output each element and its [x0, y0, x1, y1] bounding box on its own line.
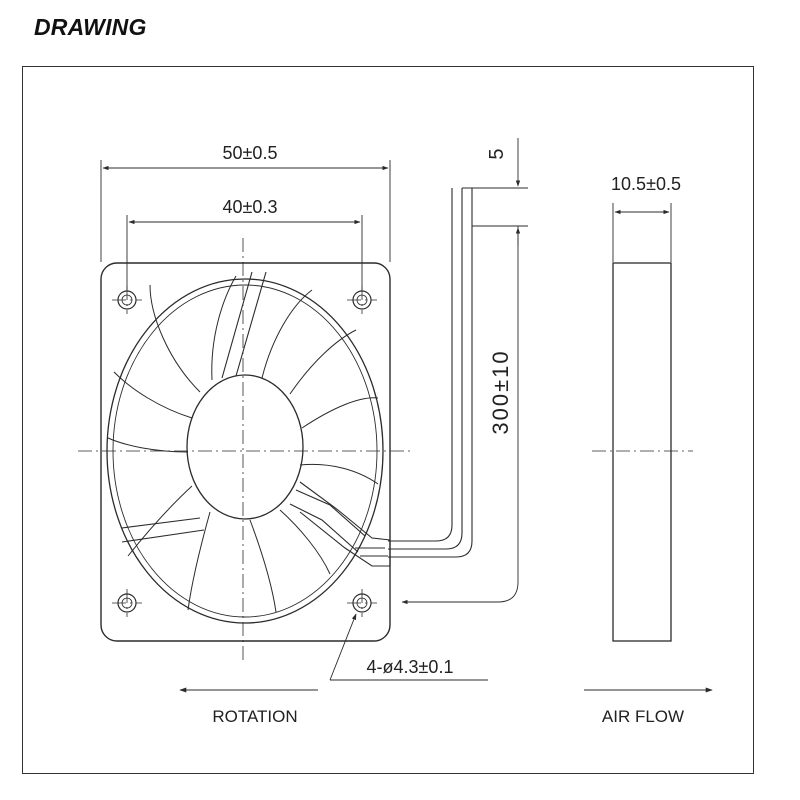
fan-side-view	[592, 262, 693, 642]
lead-wires	[388, 188, 473, 558]
wire-exit	[299, 481, 391, 567]
dimension-hole-spacing	[126, 215, 363, 290]
drawing-heading: DRAWING	[34, 14, 147, 40]
dimension-overall-width	[100, 160, 391, 262]
fan-housing-circle	[106, 278, 384, 624]
drawing-frame	[22, 66, 754, 774]
mounting-holes-label: 4-ø4.3±0.1	[367, 657, 454, 677]
dimension-mounting-holes-leader	[329, 613, 488, 681]
overall-width-label: 50±0.5	[223, 143, 278, 163]
dimension-thickness	[612, 203, 672, 262]
side-view-outline	[612, 262, 672, 642]
lead-separation-label: 5	[486, 148, 508, 159]
fan-frame-outline	[100, 262, 391, 642]
dimension-lead-length	[401, 226, 519, 605]
lead-length-label: 300±10	[488, 349, 513, 434]
fan-spokes	[121, 271, 366, 553]
fan-front-view	[78, 238, 412, 663]
fan-hub	[186, 374, 304, 520]
center-lines	[78, 238, 412, 663]
rotation-label: ROTATION	[212, 707, 297, 726]
hole-spacing-label: 40±0.3	[223, 197, 278, 217]
air-flow-label: AIR FLOW	[602, 707, 684, 726]
thickness-label: 10.5±0.5	[611, 174, 681, 194]
fan-blades	[107, 275, 379, 613]
